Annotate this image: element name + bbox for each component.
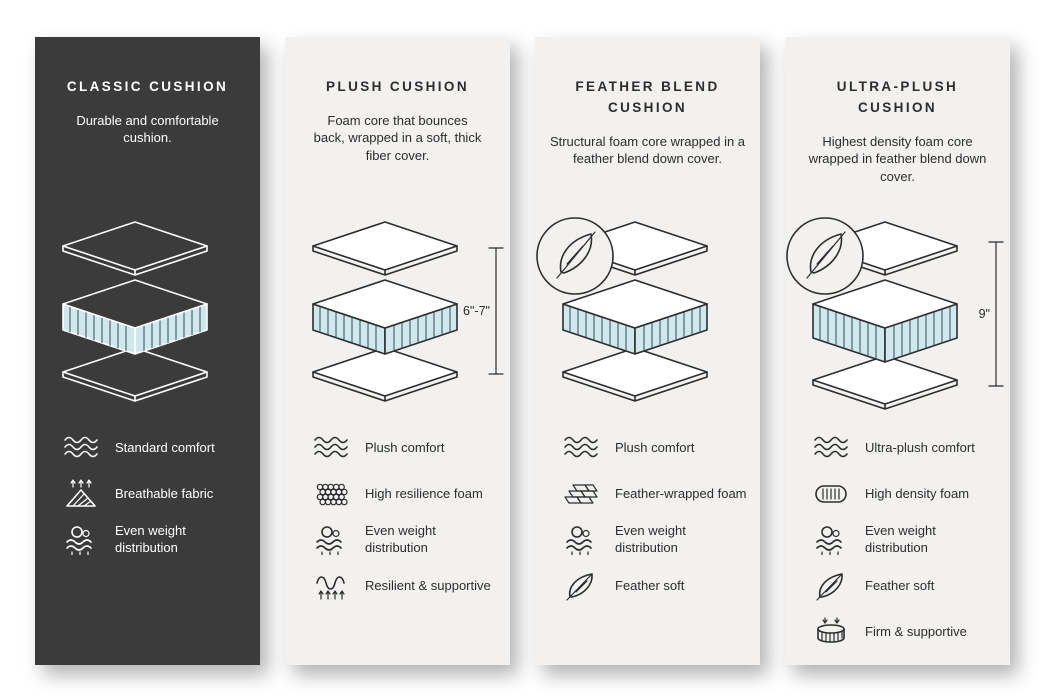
cushion-diagram [535,205,760,423]
feature-label: High resilience foam [365,485,483,501]
feature-label: Plush comfort [365,439,445,455]
waves-icon [314,436,348,458]
card-plush-cushion: PLUSH CUSHION Foam core that bounces bac… [285,37,510,665]
cushion-layers-illustration [536,217,708,402]
feature-row: Feather-wrapped foam [563,477,750,511]
card-title: FEATHER BLEND CUSHION [575,79,720,115]
weight-distribution-icon [66,526,92,555]
feature-row: High resilience foam [313,477,500,511]
feature-label: High density foam [865,485,970,501]
card-header: FEATHER BLEND CUSHION Structural foam co… [535,77,760,205]
cushion-diagram [35,205,260,423]
feature-row: Firm & supportive [813,615,1000,649]
cushion-layers-illustration: 6"-7" [312,221,504,402]
feature-row: High density foam [813,477,1000,511]
feature-row: Even weight distribution [813,523,1000,557]
feature-label: Standard comfort [115,439,215,455]
weight-distribution-icon [816,526,842,555]
feature-list: Plush comfort High resilience foam [285,423,510,615]
height-label: 6"-7" [463,304,490,318]
feature-label: Even weight distribution [365,523,436,555]
cushion-diagram: 6"-7" [285,205,510,423]
feature-label: Firm & supportive [865,623,967,639]
waves-icon [564,436,598,458]
card-description: Structural foam core wrapped in a feathe… [549,133,746,167]
card-title: PLUSH CUSHION [326,79,469,94]
feature-row: Feather soft [813,569,1000,603]
bricks-icon [564,484,598,504]
feature-row: Resilient & supportive [313,569,500,603]
card-description: Foam core that bounces back, wrapped in … [313,112,482,164]
feather-icon [816,573,843,601]
feature-row: Standard comfort [63,431,250,465]
density-foam-icon [815,485,847,503]
waves-icon [64,436,98,458]
firm-support-icon [817,617,845,643]
feature-list: Standard comfort Breathable fabric Even … [35,423,260,569]
feature-row: Even weight distribution [313,523,500,557]
card-header: ULTRA-PLUSH CUSHION Highest density foam… [785,77,1010,205]
feature-label: Even weight distribution [865,523,936,555]
cushion-layers-illustration: 9" [786,217,1004,410]
height-indicator: 6"-7" [463,247,504,375]
weight-distribution-icon [566,526,592,555]
spring-icon [316,576,345,600]
feather-icon [566,573,593,601]
feature-label: Feather soft [865,577,935,593]
cushion-layers-illustration [62,221,208,402]
feature-list: Ultra-plush comfort High density foam Ev… [785,423,1010,661]
card-ultra-plush-cushion: ULTRA-PLUSH CUSHION Highest density foam… [785,37,1010,665]
feather-badge-icon [536,217,614,295]
feature-label: Breathable fabric [115,485,214,501]
card-description: Durable and comfortable cushion. [76,112,219,146]
breathable-fabric-icon [66,479,96,507]
feature-row: Breathable fabric [63,477,250,511]
card-title: ULTRA-PLUSH CUSHION [836,79,959,115]
feature-row: Plush comfort [563,431,750,465]
feature-label: Even weight distribution [115,523,186,555]
feature-row: Even weight distribution [63,523,250,557]
feature-row: Ultra-plush comfort [813,431,1000,465]
feature-list: Plush comfort Feather-wrapped foam [535,423,760,615]
feather-badge-icon [786,217,864,295]
card-feather-blend-cushion: FEATHER BLEND CUSHION Structural foam co… [535,37,760,665]
feature-row: Even weight distribution [563,523,750,557]
weight-distribution-icon [316,526,342,555]
feature-label: Even weight distribution [615,523,686,555]
card-header: PLUSH CUSHION Foam core that bounces bac… [285,77,510,205]
feature-label: Ultra-plush comfort [865,439,975,455]
feature-label: Resilient & supportive [365,577,491,593]
height-label: 9" [979,307,990,321]
foam-cells-icon [316,483,348,506]
feature-row: Plush comfort [313,431,500,465]
feature-label: Feather soft [615,577,685,593]
feature-label: Plush comfort [615,439,695,455]
card-header: CLASSIC CUSHION Durable and comfortable … [35,77,260,205]
waves-icon [814,436,848,458]
height-indicator: 9" [979,241,1004,387]
card-classic-cushion: CLASSIC CUSHION Durable and comfortable … [35,37,260,665]
cushion-diagram: 9" [785,205,1010,423]
card-description: Highest density foam core wrapped in fea… [808,133,987,184]
feature-row: Feather soft [563,569,750,603]
feature-label: Feather-wrapped foam [615,485,747,501]
card-title: CLASSIC CUSHION [66,79,229,94]
